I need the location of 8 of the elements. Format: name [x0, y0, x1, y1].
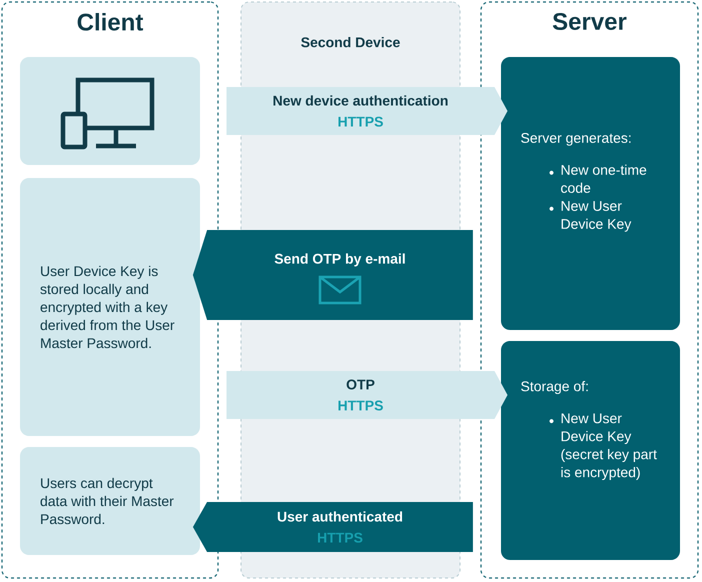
arrow-band: OTP HTTPS	[226, 371, 508, 419]
info-box: User Device Key is stored locally and encrypted with a key derived from the User Master Password.	[20, 178, 200, 436]
server-box: Server generates: New one-time code New User Device Key	[501, 57, 680, 330]
arrow-band: User authenticated HTTPS	[192, 502, 473, 552]
server-box: Storage of: New User Device Key (secret key part is encrypted)	[501, 341, 680, 560]
arrow-band: Send OTP by e-mail	[192, 230, 473, 320]
info-box: Users can decrypt data with their Master Password.	[20, 447, 200, 555]
arrow-band: New device authentication HTTPS	[226, 87, 508, 135]
